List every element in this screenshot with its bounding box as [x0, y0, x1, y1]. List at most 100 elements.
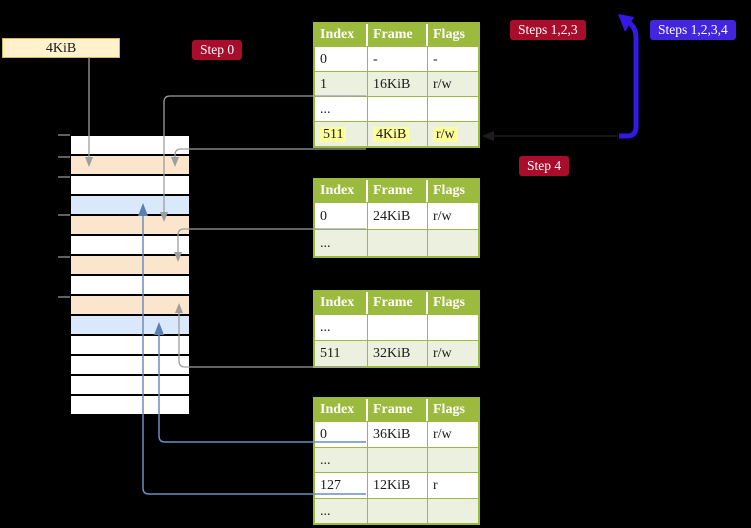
table-cell: ...: [315, 446, 368, 472]
cell-value: ...: [320, 236, 331, 251]
cell-value: 24KiB: [373, 209, 411, 224]
table-header-cell: Flags: [428, 292, 478, 314]
steps-123-label: Steps 1,2,3: [510, 20, 586, 40]
recursive-loop-arrow-arrowhead: [618, 14, 634, 32]
table-cell: [428, 96, 478, 121]
l4-entry511-to-frame1: [174, 148, 366, 158]
cell-value: 1: [320, 77, 327, 92]
cell-value: 36KiB: [373, 427, 411, 442]
table-cell: ...: [315, 314, 368, 340]
table-cell: ...: [315, 96, 368, 121]
step-0-label: Step 0: [192, 40, 243, 60]
memory-frame-row-8: [70, 295, 190, 315]
table-cell: r/w: [428, 340, 478, 366]
cell-value: r: [433, 478, 438, 493]
table-cell: ...: [315, 229, 368, 256]
table-cell: -: [368, 46, 428, 71]
memory-frame-row-0: [70, 135, 190, 155]
cell-value: ...: [320, 320, 331, 335]
table-cell: [368, 229, 428, 256]
cell-value: 511: [320, 346, 341, 361]
table-cell: 511: [315, 121, 368, 146]
table-header-cell: Flags: [428, 399, 478, 421]
table-cell: r/w: [428, 421, 478, 447]
table-cell: r/w: [428, 202, 478, 229]
table-header-cell: Frame: [368, 292, 428, 314]
table-cell: r/w: [428, 121, 478, 146]
memory-frame-row-3: [70, 195, 190, 215]
table-header-cell: Frame: [368, 399, 428, 421]
memory-frame-row-9: [70, 315, 190, 335]
recursive-entry-pointer-arrowhead: [482, 131, 494, 141]
memory-frame-row-4: [70, 215, 190, 235]
table-cell: -: [428, 46, 478, 71]
cell-value: r/w: [433, 346, 452, 361]
table-cell: r: [428, 472, 478, 498]
cell-value: -: [373, 52, 378, 67]
table-cell: [368, 446, 428, 472]
table-header-cell: Frame: [368, 24, 428, 46]
cell-value: 0: [320, 427, 327, 442]
table-cell: 24KiB: [368, 202, 428, 229]
table-cell: ...: [315, 497, 368, 523]
highlighted-value: 511: [320, 127, 347, 142]
frame-size-label: 4KiB: [2, 38, 120, 58]
memory-frame-row-1: [70, 155, 190, 175]
highlighted-value: 4KiB: [373, 127, 410, 142]
cell-value: 32KiB: [373, 346, 411, 361]
cell-value: 0: [320, 209, 327, 224]
memory-frame-row-6: [70, 255, 190, 275]
cell-value: 127: [320, 478, 341, 493]
table-cell: r/w: [428, 71, 478, 96]
cell-value: r/w: [433, 77, 452, 92]
table-header-cell: Frame: [368, 180, 428, 202]
table-header-cell: Index: [315, 180, 368, 202]
table-cell: 16KiB: [368, 71, 428, 96]
table-cell: [368, 96, 428, 121]
table-cell: 0: [315, 421, 368, 447]
highlighted-value: r/w: [433, 127, 458, 142]
memory-frame-row-12: [70, 375, 190, 395]
memory-frame-row-7: [70, 275, 190, 295]
table-cell: [428, 314, 478, 340]
table-cell: [368, 497, 428, 523]
table-cell: 0: [315, 46, 368, 71]
table-header-cell: Index: [315, 24, 368, 46]
physical-memory-stack: [70, 135, 190, 415]
memory-frame-row-10: [70, 335, 190, 355]
cell-value: 0: [320, 52, 327, 67]
cell-value: 16KiB: [373, 77, 411, 92]
cell-value: -: [433, 52, 438, 67]
steps-1234-label: Steps 1,2,3,4: [650, 20, 736, 40]
table-cell: 4KiB: [368, 121, 428, 146]
cell-value: r/w: [433, 427, 452, 442]
table-cell: 0: [315, 202, 368, 229]
cell-value: 12KiB: [373, 478, 411, 493]
table-cell: 511: [315, 340, 368, 366]
table-cell: [428, 497, 478, 523]
table-cell: 1: [315, 71, 368, 96]
cell-value: ...: [320, 503, 331, 519]
table-cell: 36KiB: [368, 421, 428, 447]
recursive-loop-arrow: [619, 19, 639, 139]
memory-frame-row-13: [70, 395, 190, 415]
table-header-cell: Flags: [428, 24, 478, 46]
cell-value: ...: [320, 452, 331, 468]
cell-value: r/w: [433, 209, 452, 224]
memory-frame-row-11: [70, 355, 190, 375]
table-header-cell: Index: [315, 399, 368, 421]
memory-frame-row-2: [70, 175, 190, 195]
cell-value: ...: [320, 102, 331, 117]
table-cell: 32KiB: [368, 340, 428, 366]
table-cell: 12KiB: [368, 472, 428, 498]
step-4-label: Step 4: [519, 156, 570, 176]
table-header-cell: Flags: [428, 180, 478, 202]
memory-frame-row-5: [70, 235, 190, 255]
table-cell: [428, 229, 478, 256]
table-cell: [368, 314, 428, 340]
table-cell: [428, 446, 478, 472]
